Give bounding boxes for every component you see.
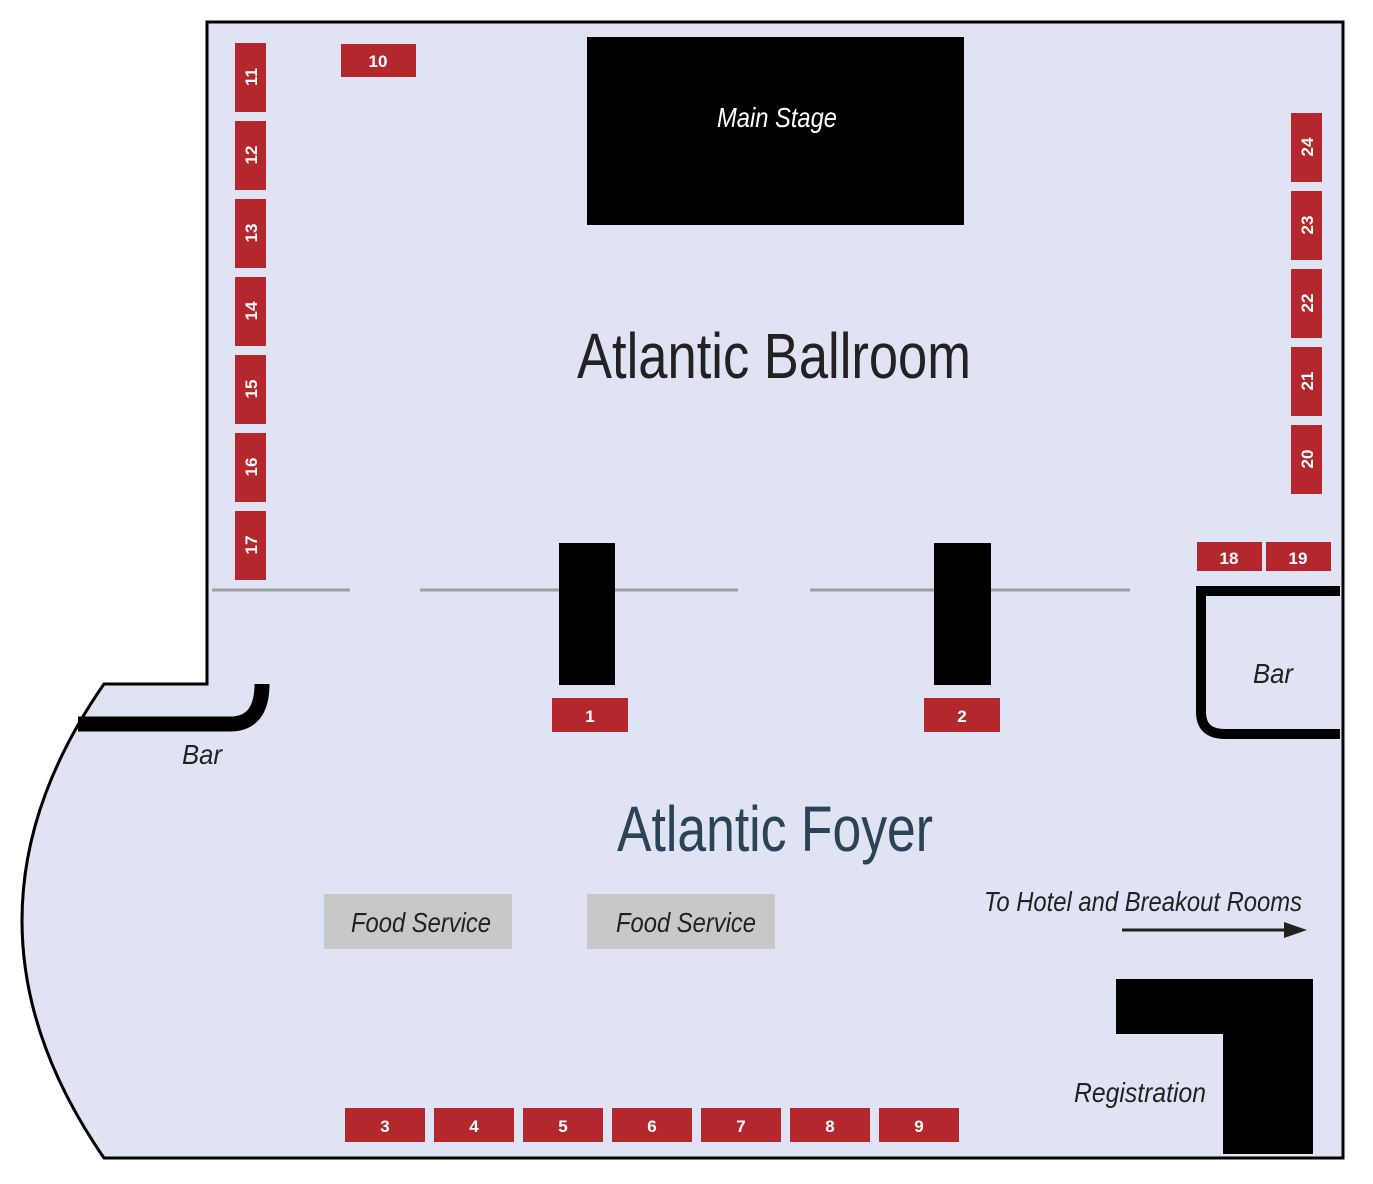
- booth-10[interactable]: 10: [341, 44, 416, 77]
- bar-right: Bar: [1196, 586, 1340, 739]
- main-stage-label: Main Stage: [717, 102, 837, 133]
- booth-number: 13: [242, 224, 261, 243]
- directions-label: To Hotel and Breakout Rooms: [984, 886, 1302, 917]
- booth-14[interactable]: 14: [235, 277, 266, 346]
- booth-number: 11: [242, 68, 261, 86]
- booth-4[interactable]: 4: [434, 1108, 514, 1142]
- booth-22[interactable]: 22: [1291, 269, 1322, 338]
- booth-number: 17: [242, 536, 261, 555]
- booth-6[interactable]: 6: [612, 1108, 692, 1142]
- ballroom-label: Atlantic Ballroom: [577, 320, 971, 392]
- booth-number: 3: [380, 1117, 389, 1136]
- registration-label: Registration: [1074, 1077, 1206, 1108]
- booth-1[interactable]: 1: [552, 698, 628, 732]
- registration-desk: Registration: [1074, 979, 1313, 1154]
- foyer-label: Atlantic Foyer: [617, 793, 933, 865]
- food-service-1: Food Service: [324, 894, 512, 949]
- booth-number: 23: [1298, 216, 1317, 235]
- booth-number: 22: [1298, 294, 1317, 313]
- booth-number: 9: [914, 1117, 923, 1136]
- booth-2[interactable]: 2: [924, 698, 1000, 732]
- booth-7[interactable]: 7: [701, 1108, 781, 1142]
- booth-3[interactable]: 3: [345, 1108, 425, 1142]
- booth-23[interactable]: 23: [1291, 191, 1322, 260]
- bar-left: Bar: [78, 683, 270, 770]
- booth-number: 24: [1298, 137, 1317, 156]
- booth-5[interactable]: 5: [523, 1108, 603, 1142]
- booth-18[interactable]: 18: [1197, 542, 1262, 571]
- booth-number: 8: [825, 1117, 834, 1136]
- booth-number: 18: [1220, 549, 1239, 568]
- booth-19[interactable]: 19: [1266, 542, 1331, 571]
- booth-number: 4: [469, 1117, 479, 1136]
- booth-number: 5: [558, 1117, 567, 1136]
- pillar: [559, 543, 615, 685]
- booth-12[interactable]: 12: [235, 121, 266, 190]
- booth-number: 7: [736, 1117, 745, 1136]
- booth-21[interactable]: 21: [1291, 347, 1322, 416]
- booth-number: 1: [585, 707, 594, 726]
- booth-number: 2: [957, 707, 966, 726]
- booth-number: 20: [1298, 450, 1317, 469]
- booth-number: 16: [242, 458, 261, 477]
- booth-13[interactable]: 13: [235, 199, 266, 268]
- food-service-2: Food Service: [587, 894, 775, 949]
- bar-right-label: Bar: [1253, 658, 1295, 689]
- bar-left-label: Bar: [182, 739, 224, 770]
- arrow-right-icon: [1122, 922, 1307, 938]
- booth-16[interactable]: 16: [235, 433, 266, 502]
- booth-15[interactable]: 15: [235, 355, 266, 424]
- booth-24[interactable]: 24: [1291, 113, 1322, 182]
- booth-20[interactable]: 20: [1291, 425, 1322, 494]
- main-stage: Main Stage: [587, 37, 964, 225]
- booth-number: 14: [242, 301, 261, 320]
- booth-11[interactable]: 11: [235, 43, 266, 112]
- booth-number: 15: [242, 380, 261, 399]
- booth-number: 6: [647, 1117, 656, 1136]
- booth-17[interactable]: 17: [235, 511, 266, 580]
- food-service-label: Food Service: [616, 907, 756, 938]
- pillar: [934, 543, 991, 685]
- booth-number: 10: [369, 52, 388, 71]
- booth-number: 12: [242, 146, 261, 165]
- booth-8[interactable]: 8: [790, 1108, 870, 1142]
- booth-9[interactable]: 9: [879, 1108, 959, 1142]
- food-service-label: Food Service: [351, 907, 491, 938]
- booth-number: 19: [1289, 549, 1308, 568]
- booth-number: 21: [1298, 372, 1317, 391]
